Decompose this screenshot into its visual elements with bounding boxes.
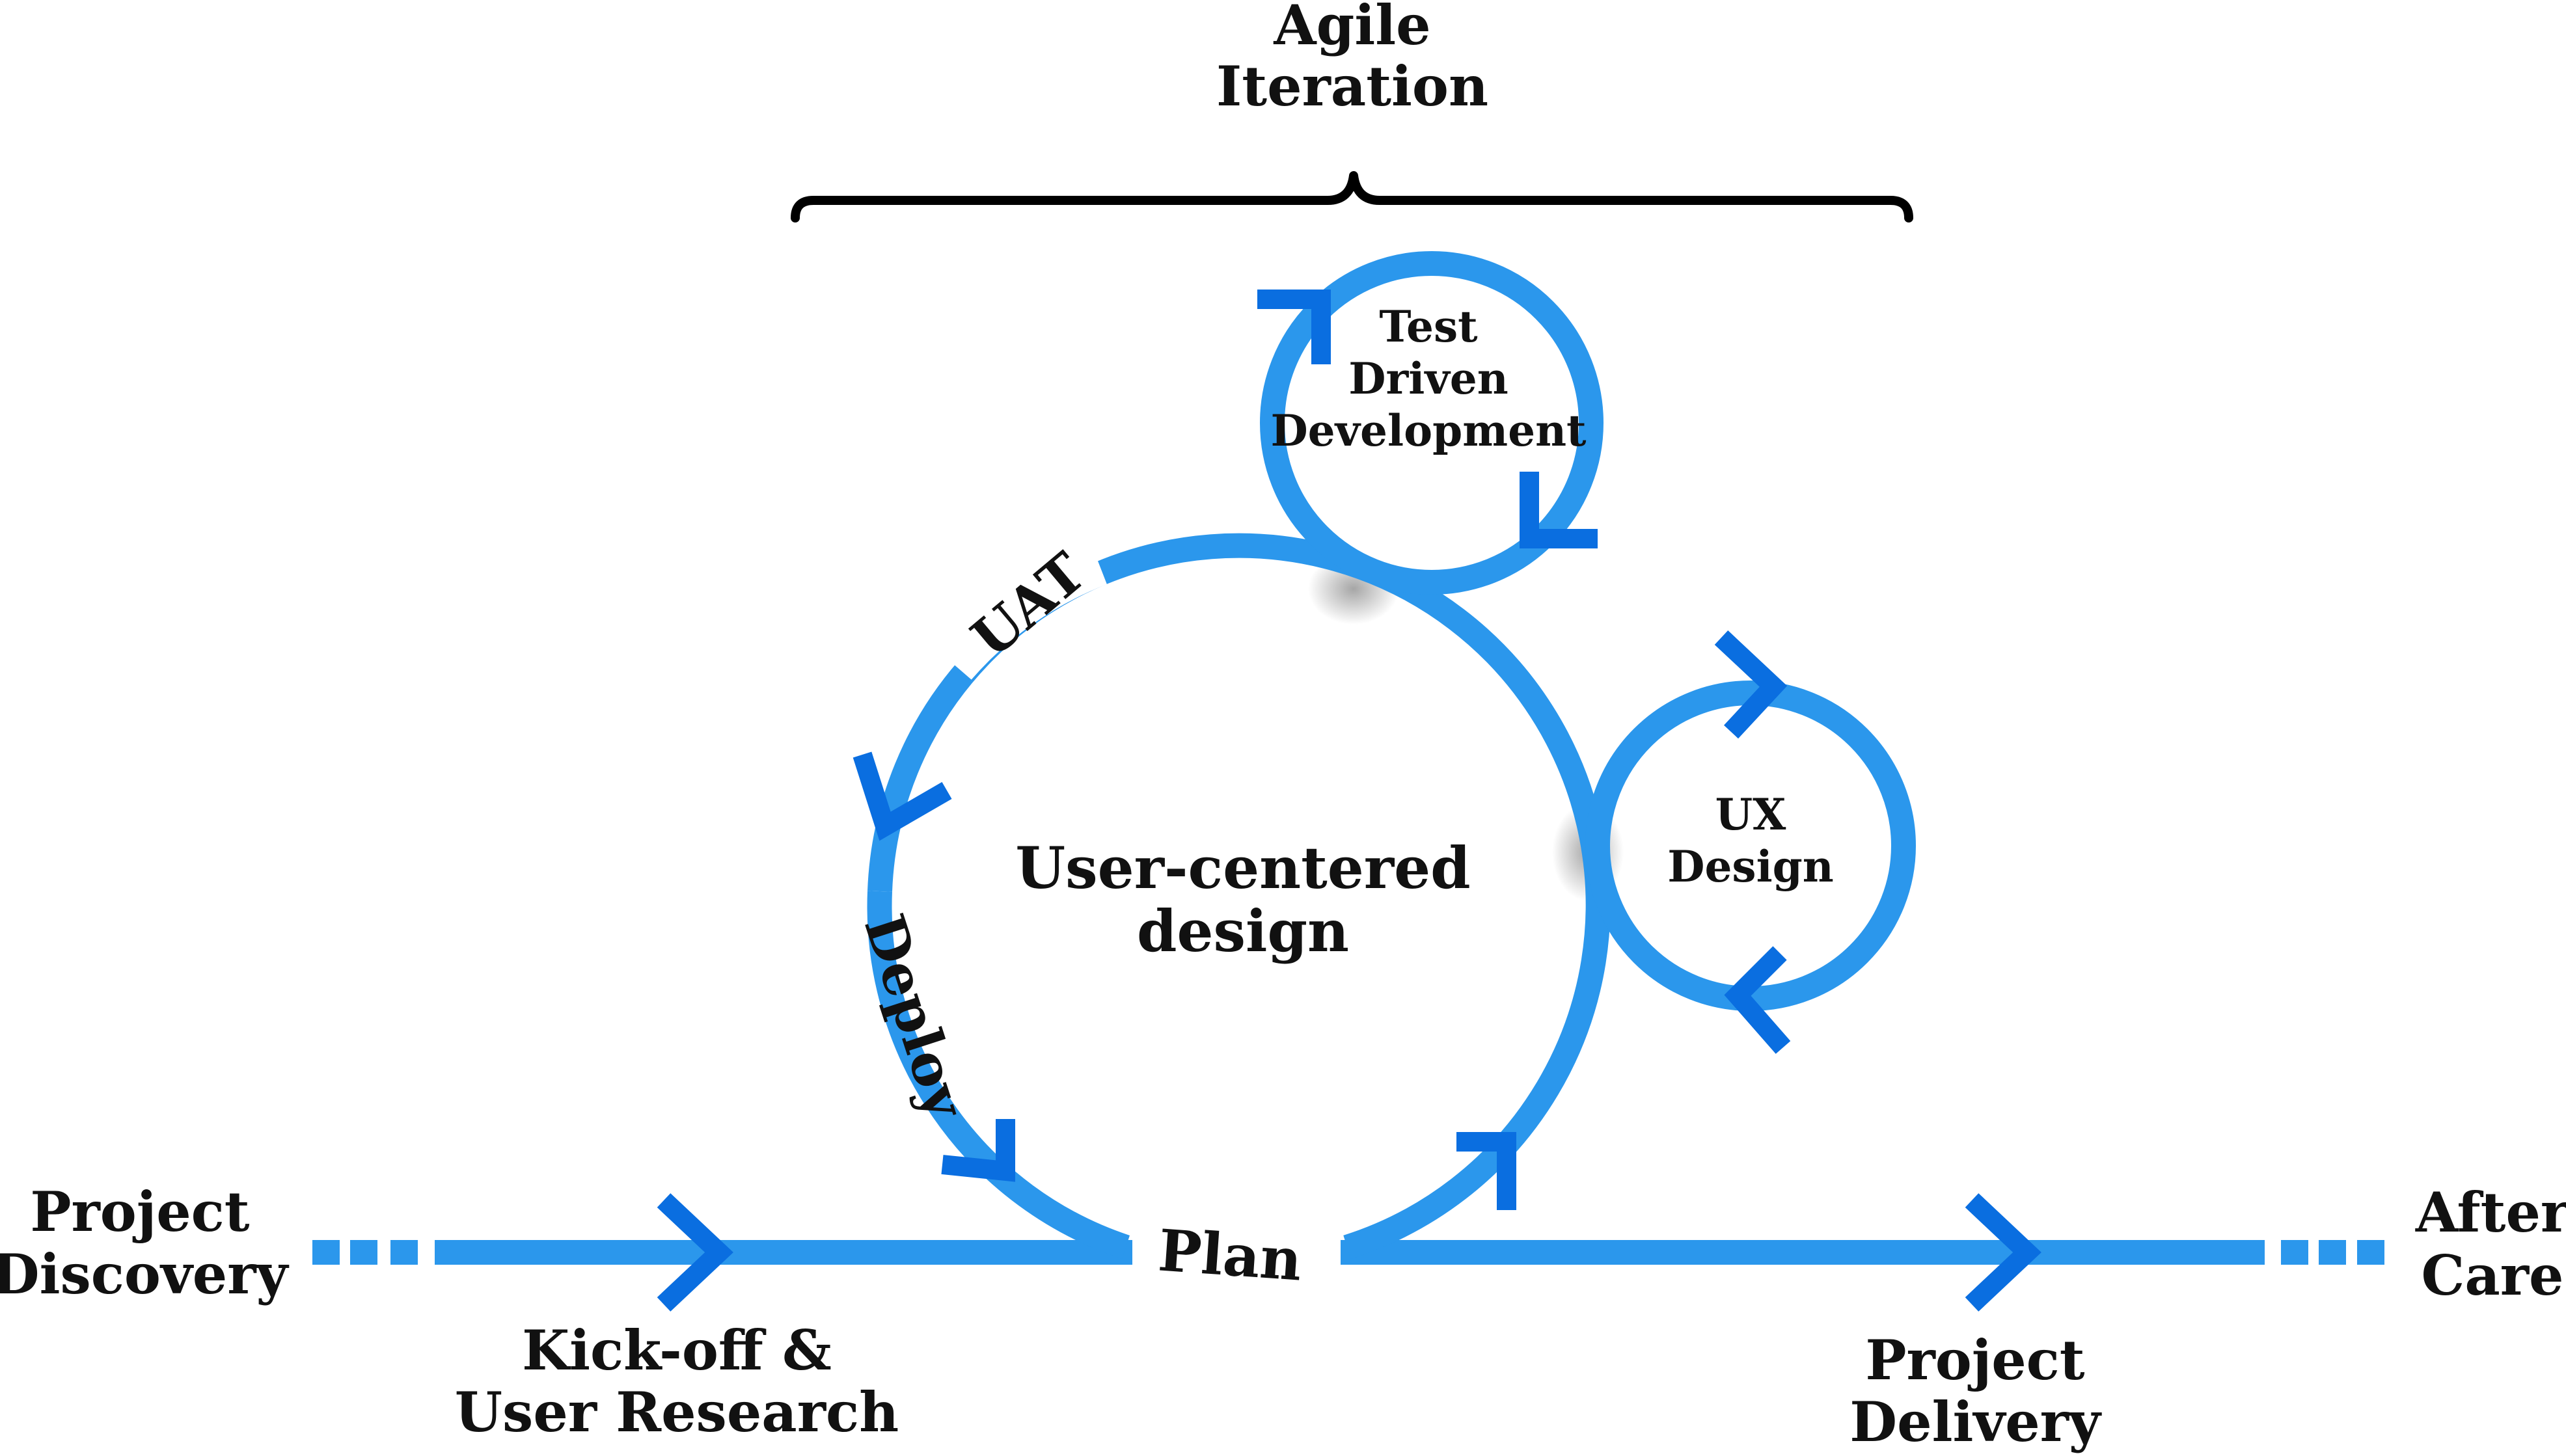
tdd-label-line3: Development <box>1270 405 1587 456</box>
tdd-label-line2: Driven <box>1348 353 1508 404</box>
arrow-tdd-top <box>1257 290 1331 364</box>
kickoff-label-line1: Kick-off & <box>522 1318 832 1382</box>
brace-label-line1: Agile <box>1273 0 1430 57</box>
deploy-label: Deploy <box>852 907 978 1127</box>
arrow-kickoff <box>657 1193 733 1312</box>
ux-label-line2: Design <box>1667 841 1834 892</box>
arrow-ux-top <box>1714 630 1788 739</box>
center-label-line1: User-centered <box>1015 834 1470 902</box>
tdd-label-line1: Test <box>1379 301 1478 352</box>
delivery-label-line1: Project <box>1865 1328 2084 1392</box>
arrow-loop-right <box>1456 1132 1516 1210</box>
center-label-line2: design <box>1137 897 1349 965</box>
arrow-delivery <box>1965 1193 2041 1312</box>
plan-label: Plan <box>1156 1217 1303 1294</box>
gap-uat <box>942 548 1108 680</box>
iteration-brace <box>791 171 1913 222</box>
aftercare-label-line2: Care <box>2422 1243 2564 1308</box>
arrow-tdd-bottom <box>1520 472 1598 548</box>
discovery-label-line2: Discovery <box>0 1242 289 1306</box>
kickoff-label-line2: User Research <box>455 1380 899 1444</box>
delivery-label-line2: Delivery <box>1849 1390 2102 1454</box>
arrow-plan-in <box>941 1119 1015 1182</box>
arrow-deploy <box>853 751 952 841</box>
arrow-ux-bottom <box>1724 946 1791 1054</box>
loop-arc-plan-to-uat <box>867 891 1130 1260</box>
tdd-loop <box>1260 251 1604 595</box>
discovery-label-line1: Project <box>30 1180 249 1244</box>
ux-label-line1: UX <box>1715 789 1787 840</box>
brace-label-line2: Iteration <box>1216 54 1488 118</box>
aftercare-label-line1: After <box>2415 1180 2566 1245</box>
